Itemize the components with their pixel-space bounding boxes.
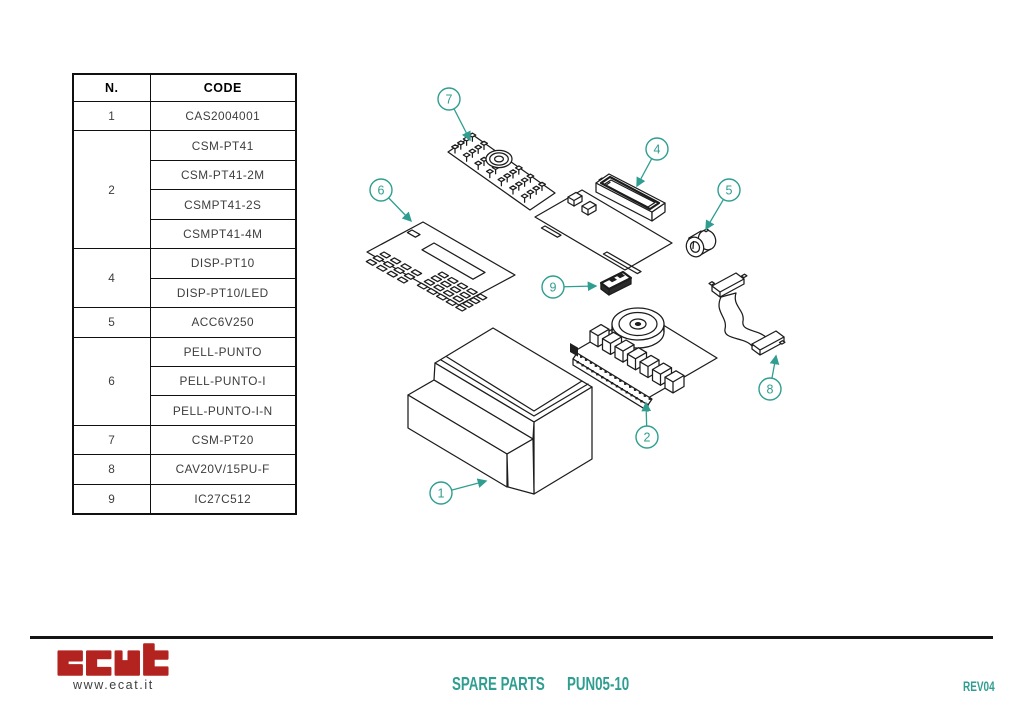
part-code-cell: CAV20V/15PU-F	[149, 454, 297, 485]
part-battery	[685, 228, 717, 258]
terminal-strip	[570, 343, 653, 412]
part-display-module	[595, 173, 666, 222]
part-code-cell: CSMPT41-2S	[149, 189, 297, 220]
part-number-cell: 2	[72, 130, 151, 250]
part-membrane-panel	[365, 221, 516, 312]
doc-title: SPARE PARTS	[452, 674, 545, 694]
svg-text:7: 7	[446, 92, 453, 106]
part-case	[407, 327, 593, 495]
callout-4: 4	[636, 137, 669, 188]
svg-text:1: 1	[438, 486, 445, 500]
part-code-cell: PELL-PUNTO-I-N	[149, 395, 297, 426]
exploded-view-diagram: 7 4 6 5 9 8 2 1	[365, 87, 786, 505]
part-code-cell: DISP-PT10/LED	[149, 277, 297, 309]
callout-6: 6	[369, 178, 413, 223]
doc-code: PUN05-10	[567, 674, 630, 694]
logo-letter-a	[114, 650, 140, 676]
part-power-board	[570, 307, 718, 412]
part-number-cell: 4	[72, 248, 151, 309]
part-eprom-chip	[599, 270, 633, 296]
table-row: DISP-PT10/LED	[73, 277, 297, 309]
table-row: PELL-PUNTO-I	[73, 365, 297, 397]
svg-text:6: 6	[378, 183, 385, 197]
callout-7: 7	[437, 87, 471, 142]
table-row: CSM-PT41-2M	[73, 159, 297, 191]
part-code-cell: ACC6V250	[149, 307, 297, 338]
part-code-cell: CAS2004001	[149, 100, 297, 132]
table-row: PELL-PUNTO-I-N	[73, 395, 297, 426]
part-code-cell: PELL-PUNTO-I	[149, 365, 297, 397]
part-number-cell: 7	[72, 424, 151, 456]
callout-1: 1	[429, 478, 488, 505]
part-number-cell: 9	[72, 483, 151, 515]
svg-text:2: 2	[644, 430, 651, 444]
part-keypad-board	[447, 132, 556, 211]
svg-text:9: 9	[550, 280, 557, 294]
part-code-cell: CSM-PT20	[149, 424, 297, 456]
keypad-buzzer	[485, 149, 513, 169]
part-ribbon-cable	[708, 272, 786, 356]
part-code-cell: CSMPT41-4M	[149, 218, 297, 250]
revision-label: REV04	[963, 679, 995, 694]
table-header-row: N. CODE	[72, 73, 297, 102]
part-cpu-board	[534, 189, 673, 275]
logo-letter-t	[143, 643, 169, 676]
part-code-cell: IC27C512	[149, 483, 297, 515]
column-header-code: CODE	[149, 73, 297, 102]
svg-text:5: 5	[726, 183, 733, 197]
svg-text:4: 4	[654, 142, 661, 156]
website-url: www.ecat.it	[73, 678, 154, 692]
callout-2: 2	[635, 401, 659, 449]
column-header-n: N.	[72, 73, 151, 102]
part-code-cell: CSM-PT41-2M	[149, 159, 297, 191]
part-code-cell: PELL-PUNTO	[149, 336, 297, 367]
logo-letter-e	[57, 650, 83, 676]
part-number-cell: 5	[72, 307, 151, 338]
callouts-layer: 7 4 6 5 9 8 2 1	[369, 87, 782, 505]
part-number-cell: 8	[72, 454, 151, 485]
callout-5: 5	[705, 178, 741, 231]
logo-letter-c	[86, 650, 112, 676]
part-code-cell: CSM-PT41	[149, 130, 297, 161]
callout-9: 9	[541, 275, 598, 299]
table-row: CSMPT41-2S	[73, 189, 297, 220]
footer-divider	[30, 636, 993, 639]
svg-text:8: 8	[767, 382, 774, 396]
part-code-cell: DISP-PT10	[149, 248, 297, 279]
part-number-cell: 6	[72, 336, 151, 426]
ecat-logo: ecat	[57, 643, 169, 676]
part-number-cell: 1	[72, 100, 151, 132]
callout-8: 8	[758, 354, 782, 401]
